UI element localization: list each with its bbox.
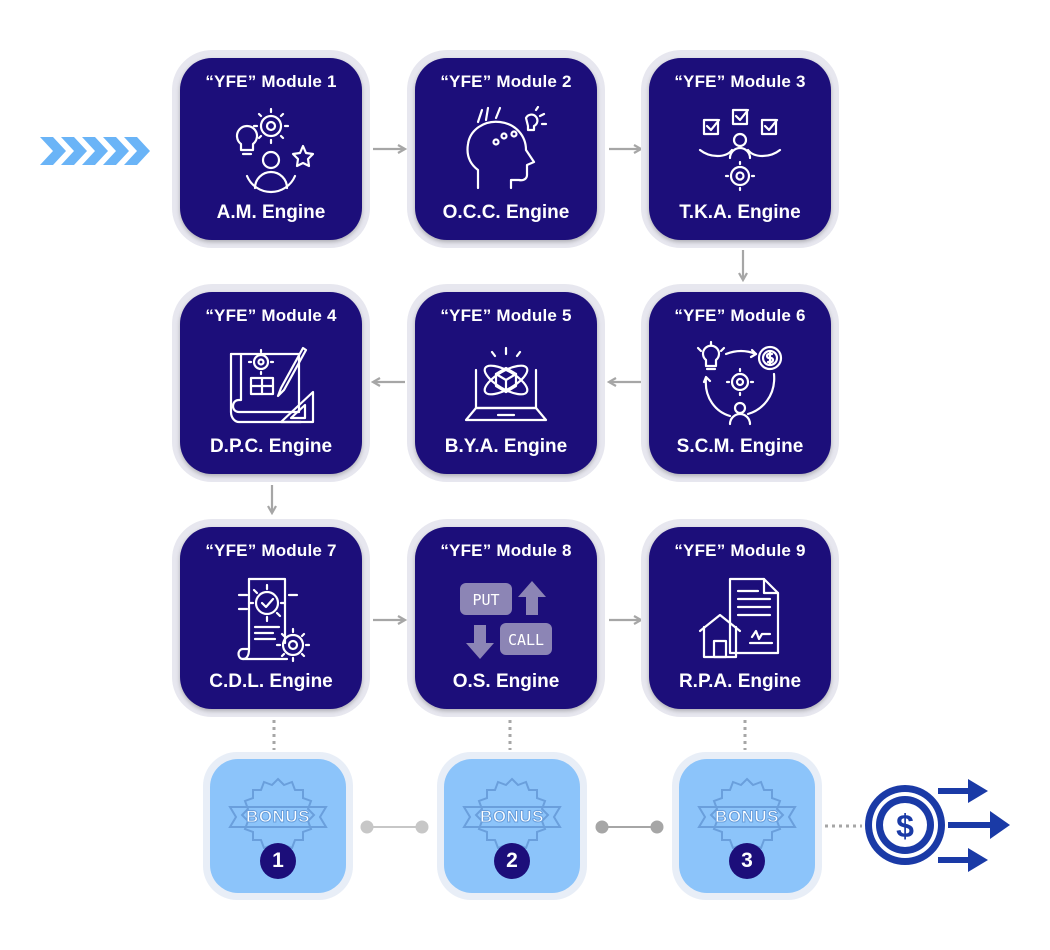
start-chevrons-icon	[40, 137, 150, 165]
bonus-card-1-body: BONUS 1	[210, 759, 346, 893]
bonus-link-1-2	[360, 820, 429, 834]
bonus-card-2-body: BONUS 2	[444, 759, 580, 893]
bonus-badge-icon	[697, 777, 797, 849]
svg-text:$: $	[896, 808, 914, 844]
laptop-atom-icon	[464, 346, 548, 422]
module-card-2[interactable]: “YFE” Module 2 O.C.C. Engine	[407, 50, 605, 248]
bonus-card-3-body: BONUS 3	[679, 759, 815, 893]
checklist-person-gear-icon	[698, 108, 782, 192]
module-title: “YFE” Module 2	[440, 72, 572, 91]
module-title: “YFE” Module 3	[674, 72, 806, 91]
module-card-9-body: “YFE” Module 9 R.P.A. Engine	[649, 527, 831, 709]
module-engine-label: A.M. Engine	[216, 202, 326, 223]
module-engine-label: O.S. Engine	[452, 671, 560, 692]
put-label: PUT	[472, 591, 499, 609]
module-card-3-body: “YFE” Module 3 T.K.A. Engine	[649, 58, 831, 240]
module-engine-label: B.Y.A. Engine	[444, 436, 568, 457]
module-card-6[interactable]: “YFE” Module 6 S.C.M. Engine	[641, 284, 839, 482]
bonus-number-badge: 1	[260, 843, 296, 879]
bonus-badge-icon	[462, 777, 562, 849]
module-card-9[interactable]: “YFE” Module 9 R.P.A. Engine	[641, 519, 839, 717]
module-engine-label: S.C.M. Engine	[676, 436, 804, 457]
module-engine-label: R.P.A. Engine	[678, 671, 802, 692]
bonus-label: BONUS	[480, 807, 544, 827]
call-label: CALL	[508, 631, 544, 649]
bonus-badge-icon	[228, 777, 328, 849]
house-contract-icon	[698, 577, 780, 659]
module-card-1[interactable]: “YFE” Module 1 A.M. Engine	[172, 50, 370, 248]
module-card-8[interactable]: “YFE” Module 8 PUT CALL O.S. Engine	[407, 519, 605, 717]
blueprint-design-icon	[229, 346, 315, 424]
module-engine-label: D.P.C. Engine	[209, 436, 333, 457]
creative-head-icon	[466, 106, 548, 190]
module-title: “YFE” Module 6	[674, 306, 806, 325]
module-card-7[interactable]: “YFE” Module 7 C.D.L. Engine	[172, 519, 370, 717]
module-engine-label: C.D.L. Engine	[209, 671, 333, 692]
module-title: “YFE” Module 5	[440, 306, 572, 325]
module-title: “YFE” Module 7	[205, 541, 337, 560]
module-title: “YFE” Module 8	[440, 541, 572, 560]
bonus-card-1[interactable]: BONUS 1	[203, 752, 353, 900]
ideas-gear-person-icon	[235, 107, 315, 194]
idea-money-cycle-icon	[696, 340, 783, 426]
module-card-5[interactable]: “YFE” Module 5 B.Y.A. Engine	[407, 284, 605, 482]
module-card-6-body: “YFE” Module 6 S.C.M. Engine	[649, 292, 831, 474]
module-engine-label: T.K.A. Engine	[679, 202, 801, 223]
bonus-card-2[interactable]: BONUS 2	[437, 752, 587, 900]
dollar-payout-icon: $	[865, 779, 1010, 872]
module-title: “YFE” Module 4	[205, 306, 337, 325]
module-card-1-body: “YFE” Module 1 A.M. Engine	[180, 58, 362, 240]
module-card-4-body: “YFE” Module 4 D.P.C. Engine	[180, 292, 362, 474]
module-card-5-body: “YFE” Module 5 B.Y.A. Engine	[415, 292, 597, 474]
put-call-arrows-icon: PUT CALL	[460, 581, 552, 659]
module-card-8-body: “YFE” Module 8 PUT CALL O.S. Engine	[415, 527, 597, 709]
module-title: “YFE” Module 9	[674, 541, 806, 560]
module-title: “YFE” Module 1	[205, 72, 337, 91]
bonus-number-badge: 3	[729, 843, 765, 879]
module-card-4[interactable]: “YFE” Module 4 D.P.C. Engine	[172, 284, 370, 482]
module-card-3[interactable]: “YFE” Module 3 T.K.A. Engine	[641, 50, 839, 248]
module-card-2-body: “YFE” Module 2 O.C.C. Engine	[415, 58, 597, 240]
module-engine-label: O.C.C. Engine	[442, 202, 570, 223]
bonus-label: BONUS	[246, 807, 310, 827]
bonus-number-badge: 2	[494, 843, 530, 879]
bonus-label: BONUS	[715, 807, 779, 827]
module-card-7-body: “YFE” Module 7 C.D.L. Engine	[180, 527, 362, 709]
bonus-link-2-3	[595, 820, 664, 834]
bonus-card-3[interactable]: BONUS 3	[672, 752, 822, 900]
document-check-gear-icon	[237, 577, 311, 663]
